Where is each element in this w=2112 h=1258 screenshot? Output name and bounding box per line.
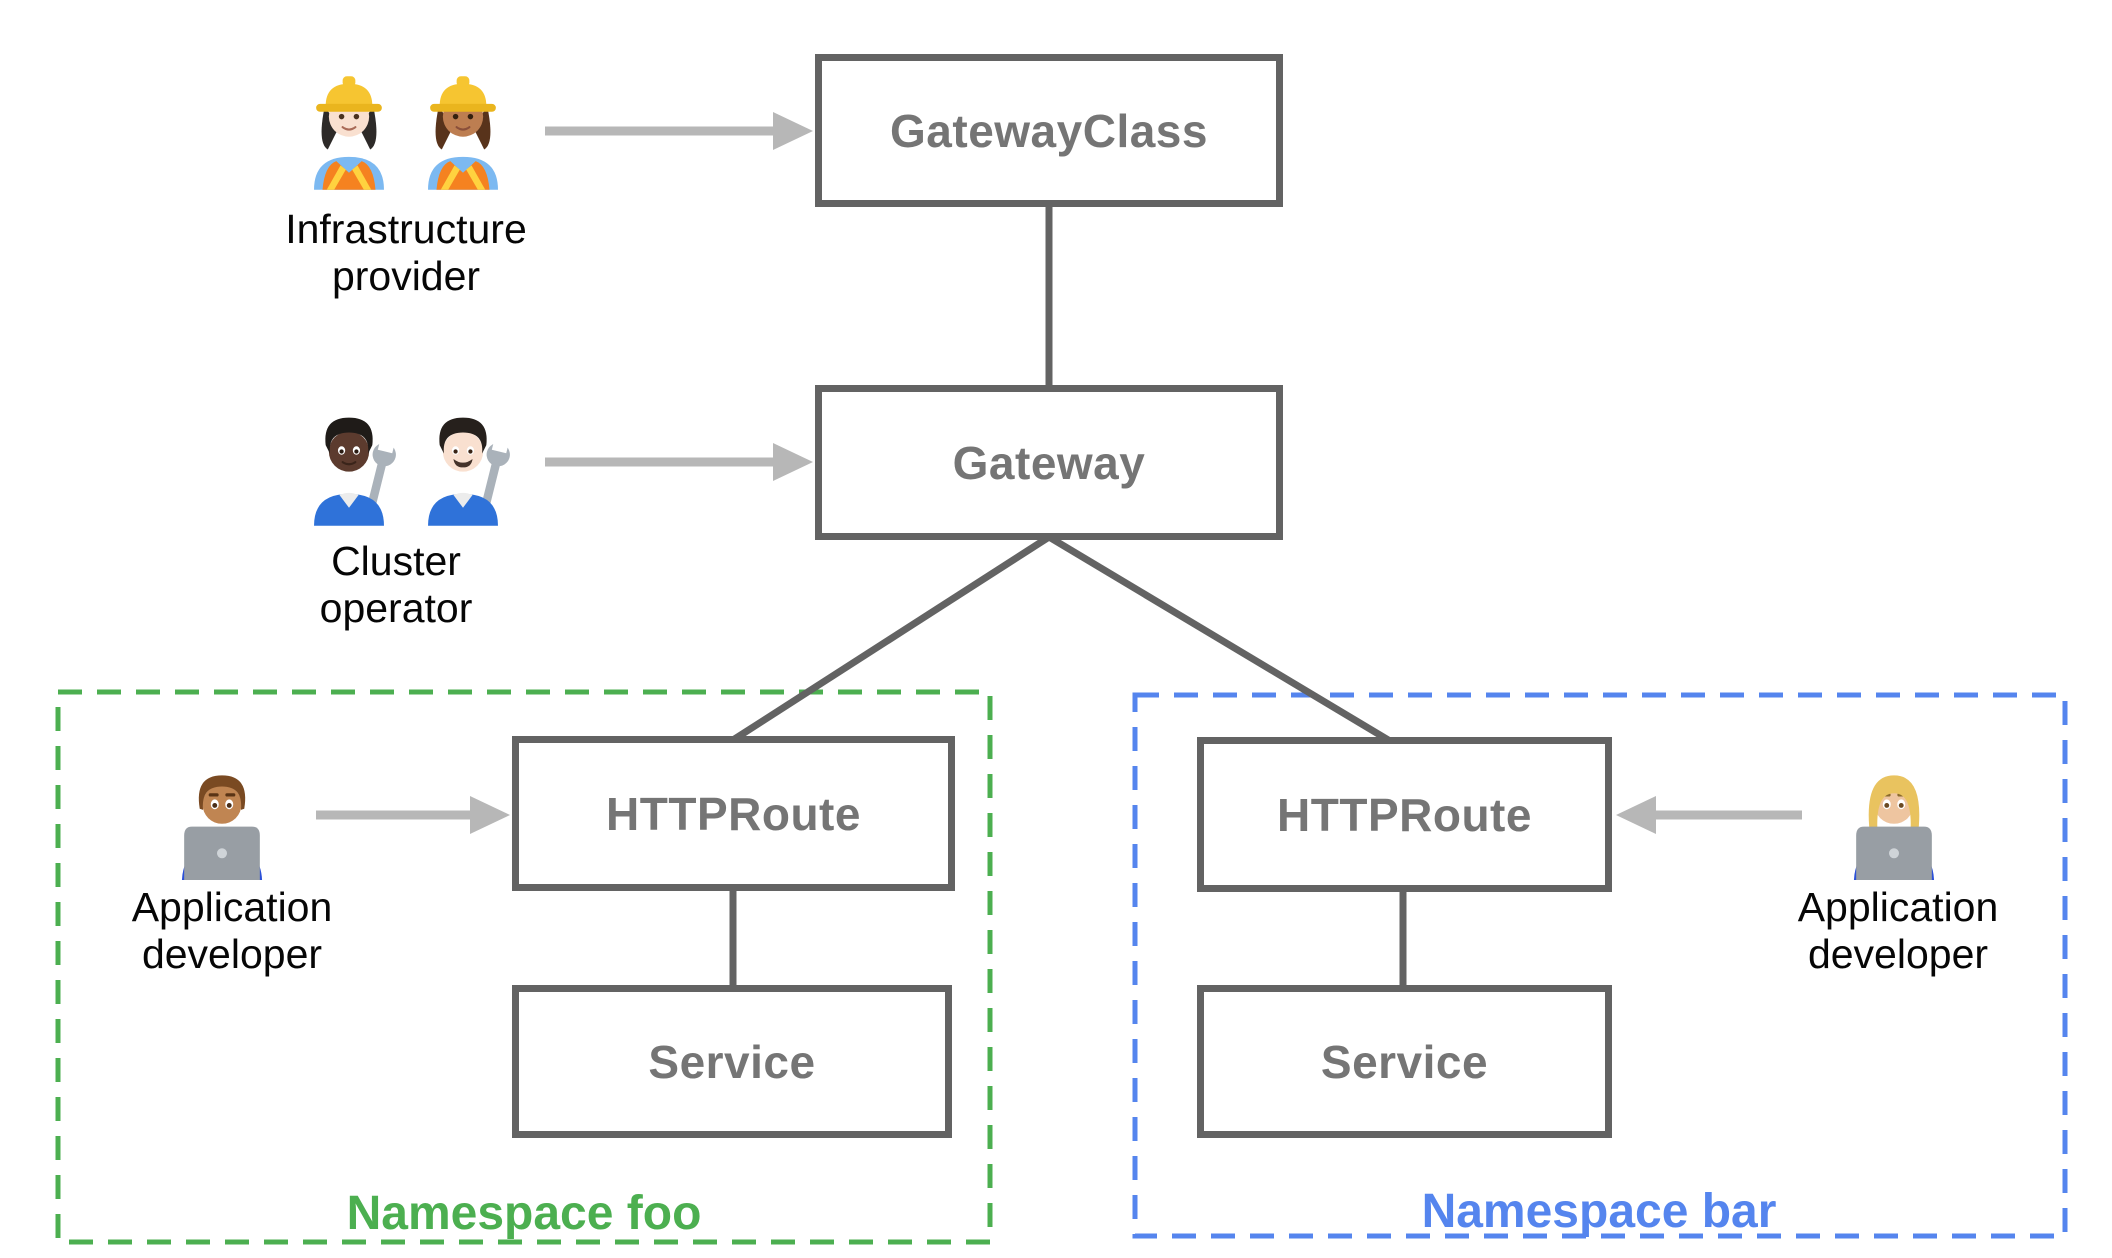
cluster-operator-label-line2: operator (319, 585, 473, 631)
persona-cluster-operator (296, 394, 516, 526)
infrastructure-provider-label: Infrastructure provider (216, 206, 596, 300)
gateway-label: Gateway (952, 436, 1146, 489)
application-developer-foo-label: Application developer (42, 884, 422, 978)
application-developer-bar-label: Application developer (1708, 884, 2088, 978)
woman-construction-worker-medium-icon (428, 76, 498, 190)
httproute-bar-label: HTTPRoute (1277, 788, 1532, 841)
man-mechanic-light-icon (428, 417, 510, 526)
arrow-application-developer-to-httproute-foo (316, 796, 510, 834)
mechanic-dark-icon (314, 417, 396, 526)
infrastructure-provider-label-line2: provider (331, 253, 481, 299)
application-developer-bar-label-line2: developer (1807, 931, 1989, 977)
application-developer-foo-label-line1: Application (131, 884, 333, 930)
service-foo-label: Service (648, 1035, 816, 1088)
persona-infrastructure-provider (296, 58, 516, 190)
edge-gateway-httproute-bar (1047, 533, 1392, 745)
persona-application-developer-foo (166, 742, 278, 880)
httproute-box-foo: HTTPRoute (512, 736, 955, 891)
httproute-box-bar: HTTPRoute (1197, 737, 1612, 892)
woman-technologist-icon (1853, 775, 1935, 880)
application-developer-foo-label-line2: developer (141, 931, 323, 977)
application-developer-bar-label-line1: Application (1797, 884, 1999, 930)
cluster-operator-label: Cluster operator (206, 538, 586, 632)
arrow-cluster-operator-to-gateway (545, 443, 813, 481)
man-technologist-icon (181, 775, 263, 880)
arrow-application-developer-to-httproute-bar (1616, 796, 1802, 834)
woman-construction-worker-light-icon (314, 76, 384, 190)
cluster-operator-label-line1: Cluster (331, 538, 461, 584)
gateway-box: Gateway (815, 385, 1283, 540)
gatewayclass-label: GatewayClass (890, 104, 1208, 157)
gatewayclass-box: GatewayClass (815, 54, 1283, 207)
infrastructure-provider-label-line1: Infrastructure (285, 206, 527, 252)
namespace-bar-label: Namespace bar (1421, 1185, 1777, 1238)
namespace-bar-boundary (1132, 692, 2068, 1239)
service-bar-label: Service (1320, 1035, 1489, 1088)
persona-application-developer-bar (1838, 742, 1950, 880)
httproute-foo-label: HTTPRoute (606, 787, 861, 840)
edge-gateway-httproute-foo (731, 534, 1051, 743)
service-box-bar: Service (1197, 985, 1612, 1138)
service-box-foo: Service (512, 985, 952, 1138)
namespace-foo-label: Namespace foo (346, 1187, 702, 1240)
arrow-infrastructure-provider-to-gatewayclass (545, 112, 813, 150)
